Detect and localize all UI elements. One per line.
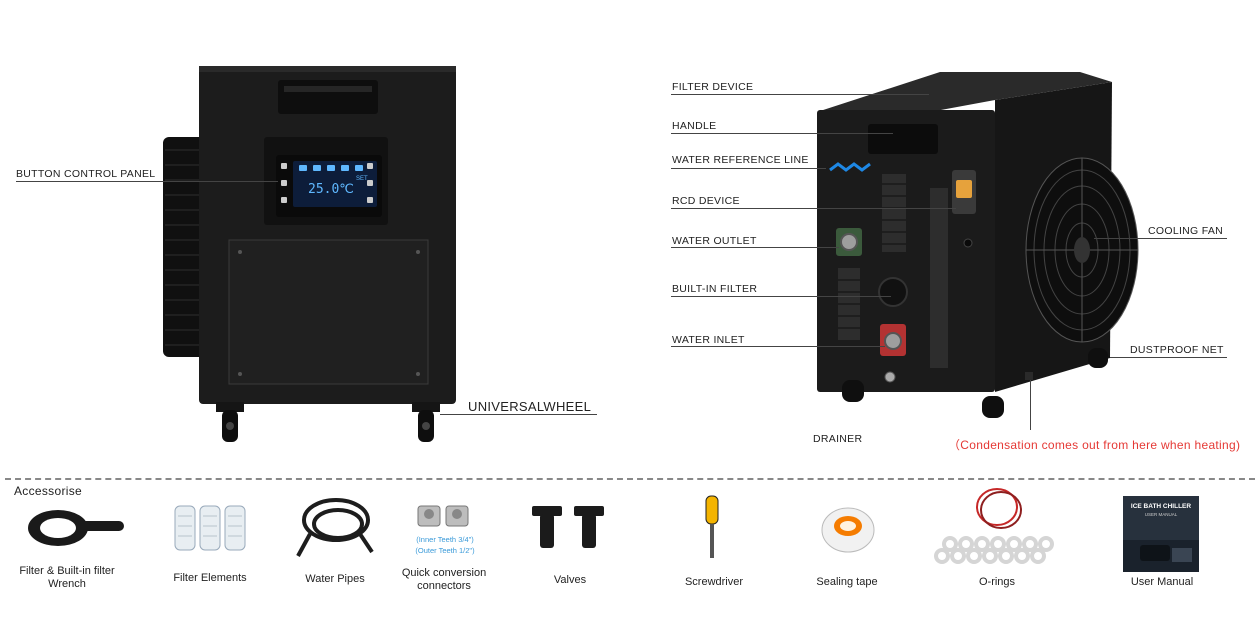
lcd-set-label: SET xyxy=(356,176,368,182)
filter-elements-icon xyxy=(174,505,246,551)
lcd-temperature: 25.0℃ xyxy=(308,182,354,197)
leader-water-reference-line xyxy=(671,168,826,169)
label-rcd-device: RCD DEVICE xyxy=(672,195,740,207)
leader-handle xyxy=(671,133,893,134)
caption-connectors: Quick conversion connectors xyxy=(401,567,487,592)
valves-icon xyxy=(532,506,604,548)
accessories-divider xyxy=(5,478,1255,480)
manual-cover-title: ICE BATH CHILLER xyxy=(1130,503,1192,510)
label-condensation-note: （Condensation comes out from here when h… xyxy=(948,438,1241,452)
connector-note-outer: (Outer Teeth 1/2") xyxy=(415,546,475,555)
front-wheel-right xyxy=(412,402,440,442)
label-handle: HANDLE xyxy=(672,120,717,132)
accessories-title: Accessorise xyxy=(14,484,82,498)
water-reference-line-icon xyxy=(829,162,871,172)
connector-note-inner: (Inner Teeth 3/4") xyxy=(416,535,474,544)
leader-dustproof-net xyxy=(1110,357,1227,358)
front-handle xyxy=(278,80,378,114)
caption-sealing-tape: Sealing tape xyxy=(816,576,878,588)
chiller-front-view xyxy=(163,66,456,442)
caption-wrench: Filter & Built-in filter Wrench xyxy=(19,565,115,590)
leader-button-panel xyxy=(16,181,278,182)
label-water-inlet: WATER INLET xyxy=(672,334,745,346)
label-water-outlet: WATER OUTLET xyxy=(672,235,757,247)
leader-cooling-fan xyxy=(1094,238,1227,239)
rear-handle xyxy=(868,124,938,154)
chiller-angled-view xyxy=(817,72,1139,418)
caption-filter-elements: Filter Elements xyxy=(173,572,247,584)
leader-water-inlet xyxy=(671,346,885,347)
leader-water-outlet xyxy=(671,247,839,248)
leader-condensation xyxy=(1030,380,1031,430)
manual-cover-subtitle: USER MANUAL xyxy=(1144,512,1178,517)
front-lower-panel xyxy=(228,239,429,385)
wrench-icon xyxy=(28,510,124,546)
caption-valves: Valves xyxy=(553,574,587,586)
top-face xyxy=(817,72,1112,112)
label-button-control-panel: BUTTON CONTROL PANEL xyxy=(16,168,156,180)
cooling-fan xyxy=(1025,157,1139,343)
leader-rcd-device xyxy=(671,208,956,209)
label-cooling-fan: COOLING FAN xyxy=(1148,225,1224,237)
label-drainer: DRAINER xyxy=(813,433,863,445)
caption-user-manual: User Manual xyxy=(1130,576,1194,588)
screwdriver-icon xyxy=(705,495,719,558)
caption-screwdriver: Screwdriver xyxy=(684,576,744,588)
leader-built-in-filter xyxy=(671,296,891,297)
o-rings-icon xyxy=(934,488,1054,564)
built-in-filter xyxy=(878,277,908,307)
sealing-tape-icon xyxy=(821,507,875,553)
label-built-in-filter: BUILT-IN FILTER xyxy=(672,283,758,295)
label-universal-wheel: UNIVERSALWHEEL xyxy=(468,399,592,414)
water-pipes-icon xyxy=(296,498,374,557)
user-manual-icon xyxy=(1123,496,1199,572)
label-dustproof-net: DUSTPROOF NET xyxy=(1130,344,1224,356)
connectors-icon xyxy=(417,505,469,527)
label-water-reference-line: WATER REFERENCE LINE xyxy=(672,154,809,166)
leader-universal-wheel xyxy=(440,414,597,415)
label-filter-device: FILTER DEVICE xyxy=(672,81,754,93)
caption-o-rings: O-rings xyxy=(978,576,1016,588)
drainer xyxy=(884,371,896,383)
caption-water-pipes: Water Pipes xyxy=(305,573,365,585)
lcd-screen xyxy=(293,161,377,207)
leader-filter-device xyxy=(671,94,929,95)
front-wheel-left xyxy=(216,402,244,442)
